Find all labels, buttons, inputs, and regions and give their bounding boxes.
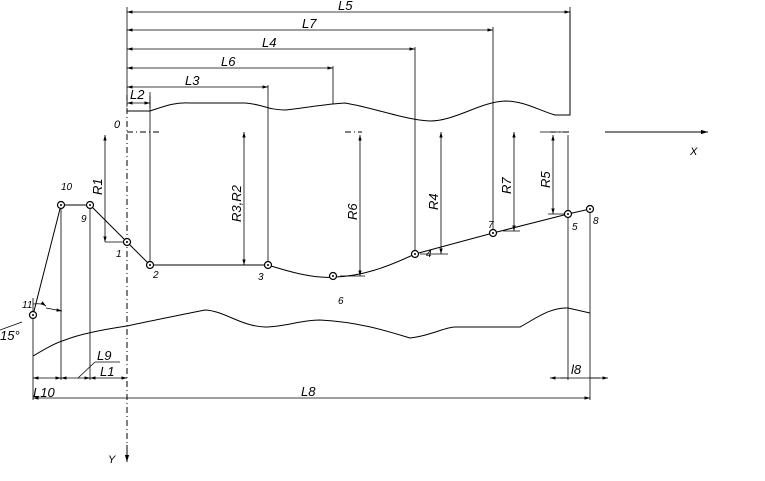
origin-label: 0 [114,119,121,131]
point-3: 3 [258,260,273,283]
dim-L9-label: L9 [97,348,111,363]
point-10-label: 10 [61,182,73,193]
point-5: 5 [563,209,578,233]
point-2: 2 [145,260,159,281]
dim-R7-label: R7 [499,177,514,194]
point-5-label: 5 [572,222,578,233]
dim-R4-label: R4 [426,193,441,210]
angle-arrow [45,307,63,312]
point-9: 9 [81,200,95,225]
dim-L4-label: L4 [262,35,276,50]
angle-dimension: 15° [0,298,63,343]
dim-L9-leader [77,361,96,379]
x-axis-label: X [689,146,698,158]
angle-leader [0,321,23,331]
point-3-label: 3 [258,272,264,283]
dim-L7-label: L7 [302,16,317,31]
point-4: 4 [410,249,432,260]
dim-l8-label: l8 [571,362,582,377]
point-11-label: 11 [22,300,32,311]
dim-L5-label: L5 [338,0,353,13]
dim-R5-label: R5 [538,171,553,188]
point-4-label: 4 [426,249,432,260]
contour-segment-4-8 [414,208,591,255]
y-axis-label: Y [108,454,116,466]
point-8: 8 [585,204,599,227]
point-8-label: 8 [593,216,599,227]
point-10: 10 [56,182,73,210]
horizontal-dimensions: L5 L7 L4 L6 L3 L2 L10 L9 L1 L8 l8 [33,0,608,400]
dim-R3R2-label: R3,R2 [229,184,244,222]
point-6-label: 6 [338,296,344,307]
dim-R1-label: R1 [90,178,105,195]
axes: X Y 0 [108,95,708,466]
dim-R6-label: R6 [345,203,360,220]
dim-L2-label: L2 [130,87,145,102]
radial-dimensions: R1 R3,R2 R6 R4 R7 R5 [90,132,555,276]
point-1: 1 [116,237,132,260]
extension-lines [32,7,591,400]
point-7: 7 [488,220,498,238]
angle-arc [32,301,47,307]
part-contour [32,204,591,316]
angle-label: 15° [0,328,20,343]
stock-outline-bottom [32,307,591,357]
point-7-label: 7 [488,220,494,231]
contour-arc-3-4 [267,253,416,278]
dim-L1-label: L1 [100,364,114,379]
point-1-label: 1 [116,249,122,260]
stock-outline-top [127,11,571,122]
dim-L8-label: L8 [301,384,316,399]
contour-segment-1-3 [89,204,268,266]
point-6: 6 [328,271,344,307]
dim-L6-label: L6 [221,54,236,69]
point-11: 11 [22,300,38,320]
points: 1 2 3 4 5 6 7 8 [22,182,599,320]
point-9-label: 9 [81,214,87,225]
dim-L10-label: L10 [33,385,55,400]
dim-L3-label: L3 [185,73,200,88]
point-2-label: 2 [152,270,159,281]
